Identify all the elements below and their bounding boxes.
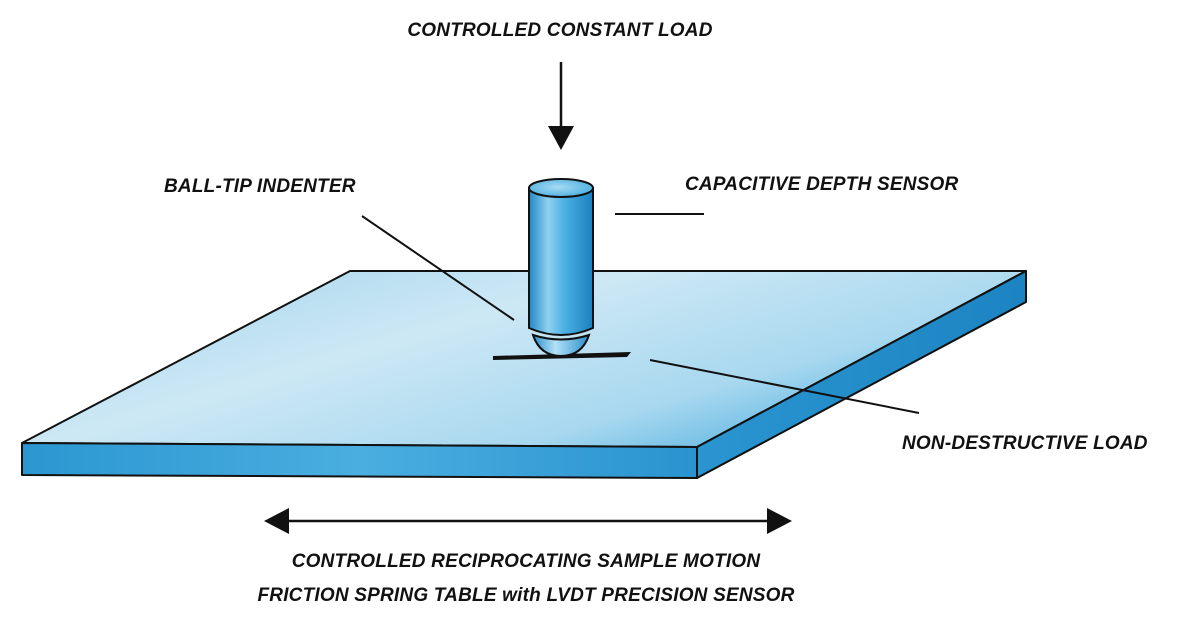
label-controlled-constant-load: CONTROLLED CONSTANT LOAD [407, 20, 713, 41]
label-ball-tip-indenter: BALL-TIP INDENTER [164, 176, 356, 197]
label-reciprocating-motion: CONTROLLED RECIPROCATING SAMPLE MOTION [291, 551, 761, 572]
indenter-ball-tip [531, 333, 591, 358]
label-non-destructive-load: NON-DESTRUCTIVE LOAD [902, 433, 1148, 454]
label-capacitive-depth-sensor: CAPACITIVE DEPTH SENSOR [685, 174, 959, 195]
motion-arrow-head-right [767, 508, 792, 534]
label-friction-spring-table: FRICTION SPRING TABLE with LVDT PRECISIO… [257, 585, 795, 606]
motion-arrow-head-left [264, 508, 289, 534]
leader-ball-tip [361, 215, 515, 321]
indenter-cylinder-cap [528, 178, 594, 198]
leader-non-destructive [649, 359, 920, 414]
plate-side-face [696, 270, 1027, 479]
indenter-cylinder-body [528, 187, 594, 336]
plate-front-face [21, 442, 698, 479]
load-arrow-head [548, 126, 574, 150]
